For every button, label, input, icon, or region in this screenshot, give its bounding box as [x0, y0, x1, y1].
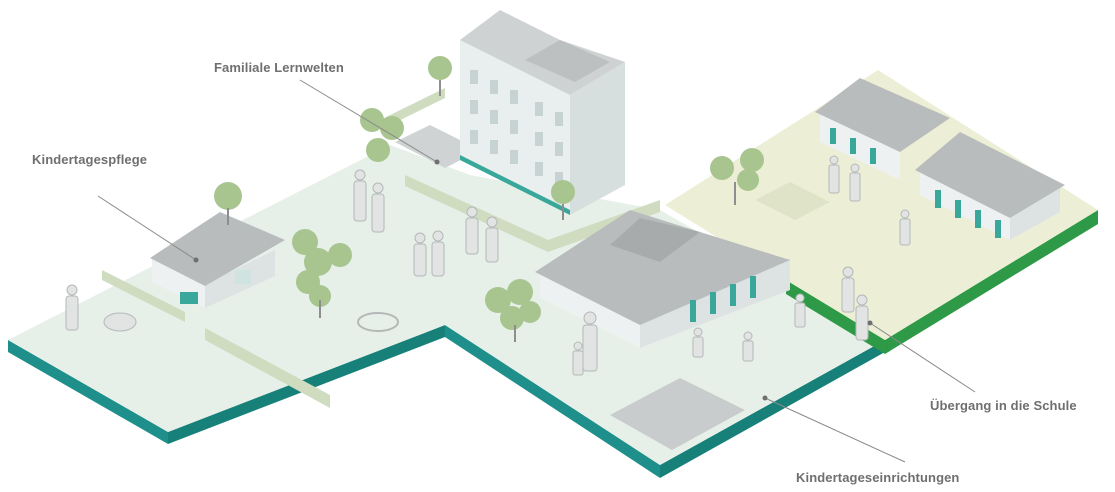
person-kita-adult — [572, 311, 598, 376]
carousel — [357, 312, 399, 332]
small-house — [150, 212, 285, 308]
kita-windows — [690, 276, 756, 322]
school-front-2 — [920, 170, 1010, 240]
leader-kindertagespflege — [97, 195, 197, 261]
kita-front — [540, 272, 640, 348]
leader-lines — [97, 79, 976, 463]
house-window — [235, 270, 251, 284]
school-buildings — [815, 78, 1065, 240]
kindergarten-building — [535, 210, 790, 348]
leader-dots — [193, 159, 873, 401]
school-ground-top — [665, 70, 1098, 340]
ground-side-left — [8, 340, 168, 444]
apartment-windows — [470, 70, 563, 186]
person-parent-stroller — [65, 284, 137, 332]
fence-left-2 — [102, 270, 185, 322]
apartment-building — [460, 10, 625, 215]
trees — [214, 56, 764, 330]
label-familiale-lernwelten: Familiale Lernwelten — [214, 60, 344, 75]
kita-roof — [535, 210, 790, 325]
playground-sandpit — [610, 378, 745, 450]
people — [65, 155, 911, 376]
house-roof — [150, 212, 285, 286]
school-front-1 — [820, 112, 900, 180]
courtyard-slab — [395, 125, 480, 168]
tree-trunks — [227, 80, 736, 342]
fence-left — [205, 328, 330, 408]
label-kindertagespflege: Kindertagespflege — [32, 152, 148, 167]
ground-side-right — [445, 325, 660, 478]
school-side-right — [885, 210, 1098, 354]
school-side-2 — [1010, 188, 1060, 240]
person-group-apartment — [353, 169, 499, 263]
leader-uebergang — [869, 322, 976, 393]
apartment-right — [570, 62, 625, 215]
leader-familiale — [299, 79, 438, 163]
label-uebergang-schule: Übergang in die Schule — [930, 398, 1077, 413]
apartment-base-stripe — [460, 155, 570, 215]
person-family-center — [413, 230, 445, 277]
person-children-running — [692, 293, 806, 362]
apartment-roof-2 — [525, 40, 610, 82]
label-kindertageseinrichtungen: Kindertageseinrichtungen — [796, 470, 960, 485]
school-windows — [830, 128, 1001, 238]
kita-roof-ridge — [610, 218, 700, 262]
school-roof-1 — [815, 78, 950, 152]
house-door — [180, 292, 198, 304]
ground-side-right2 — [660, 340, 885, 478]
leader-kindertageseinrichtungen — [764, 397, 906, 463]
school-roof-2 — [915, 132, 1065, 218]
person-school — [828, 155, 911, 246]
school-play-area — [755, 182, 830, 220]
